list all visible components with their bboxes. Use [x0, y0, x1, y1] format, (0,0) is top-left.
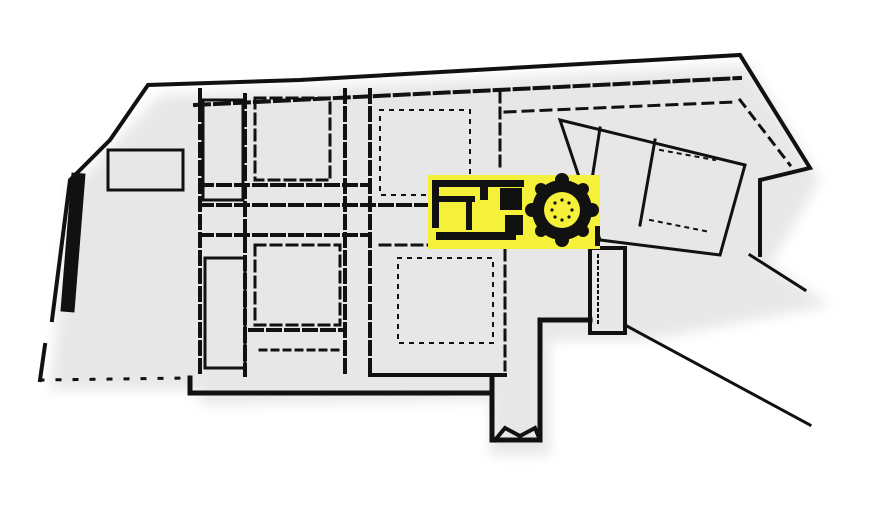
east-wall-upper	[747, 252, 808, 293]
highlighted-building-walls	[432, 180, 600, 246]
walls-layer	[37, 52, 814, 443]
stair-block	[588, 246, 627, 335]
east-wing-inner-dotted	[658, 148, 717, 162]
outer-wall-west-thick	[60, 172, 86, 313]
sw-stair-rooms	[203, 256, 247, 370]
east-wing-divider-2	[638, 138, 657, 227]
plan-shadow	[50, 65, 830, 455]
east-wing-cells	[737, 97, 793, 168]
east-wing-inner-dotted-2	[648, 218, 712, 234]
cloister-n	[379, 109, 471, 196]
east-wall-lower	[622, 322, 813, 428]
cloister-nw	[253, 96, 332, 182]
highlighted-building	[428, 173, 600, 249]
west-room-stack	[201, 98, 245, 202]
rotunda-columns	[550, 198, 574, 222]
south-church-apse	[492, 425, 543, 443]
rotunda	[525, 173, 599, 247]
cloister-sw	[253, 243, 342, 327]
north-range-inner	[503, 100, 737, 114]
north-range-dashed	[192, 75, 743, 108]
outer-wall-north	[49, 52, 814, 323]
outer-wall-west-small	[37, 342, 48, 383]
west-rooms-block	[106, 148, 185, 192]
